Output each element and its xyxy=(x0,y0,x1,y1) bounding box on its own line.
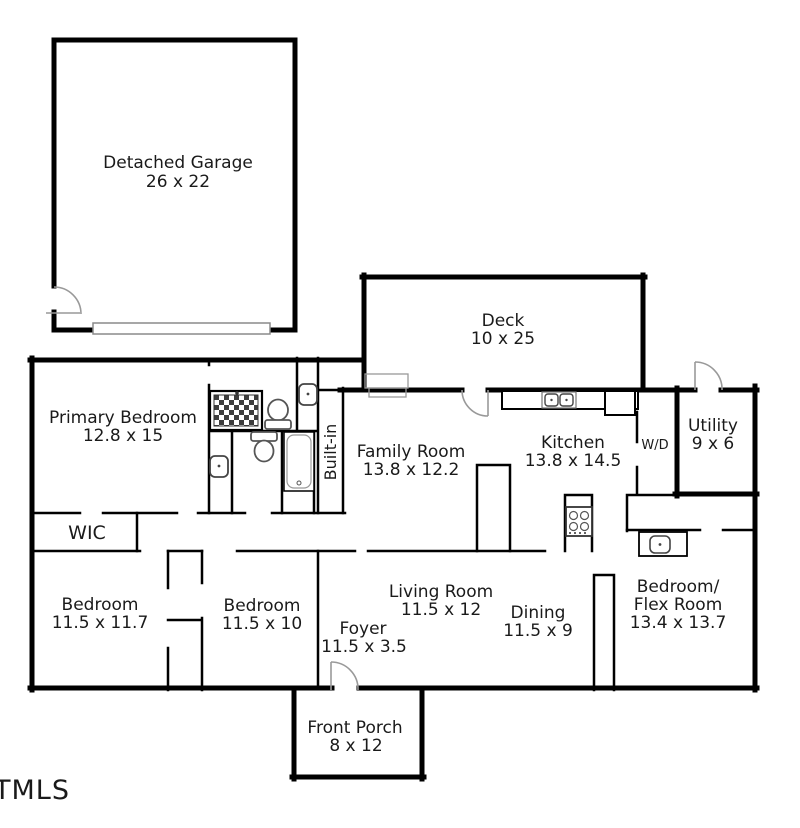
fireplace xyxy=(475,463,512,553)
washer-dryer-label: W/D xyxy=(641,438,668,453)
utility-dims: 9 x 6 xyxy=(692,434,735,454)
tmls-watermark: TMLS xyxy=(0,775,70,806)
bedroom-middle-dims: 11.5 x 10 xyxy=(222,614,302,634)
front-porch-label: Front Porch xyxy=(307,718,402,738)
garage-door xyxy=(92,322,271,335)
bedroom-flex-label-1: Bedroom/ xyxy=(637,577,720,597)
door-arc xyxy=(330,661,359,691)
living-room-dims: 11.5 x 12 xyxy=(401,600,481,620)
kitchen-label: Kitchen xyxy=(541,433,605,453)
deck-door xyxy=(461,389,489,417)
primary-bedroom-dims: 12.8 x 15 xyxy=(83,426,163,446)
kitchen-dims: 13.8 x 14.5 xyxy=(525,451,622,471)
garage-entry-door xyxy=(46,286,82,315)
porch-walls xyxy=(289,685,427,782)
front-porch-dims: 8 x 12 xyxy=(329,736,382,756)
bathroom-sink-left xyxy=(209,455,229,478)
interior-walls xyxy=(30,356,757,692)
bathtub xyxy=(283,431,315,492)
deck-dims: 10 x 25 xyxy=(471,329,535,349)
dining-label: Dining xyxy=(511,603,566,623)
bedroom-flex-dims: 13.4 x 13.7 xyxy=(630,613,727,633)
deck-walls xyxy=(359,272,648,393)
family-room-label: Family Room xyxy=(357,442,466,462)
garage-dims: 26 x 22 xyxy=(146,172,210,192)
door-arc xyxy=(461,389,489,417)
utility-label: Utility xyxy=(688,416,738,436)
hall-vanity-sink xyxy=(638,531,688,557)
shower xyxy=(208,389,264,432)
primary-bedroom-label: Primary Bedroom xyxy=(49,408,197,428)
foyer-dims: 11.5 x 3.5 xyxy=(321,637,407,657)
kitchen-counter xyxy=(501,390,639,416)
family-room-dims: 13.8 x 12.2 xyxy=(363,460,460,480)
wic-label: WIC xyxy=(68,522,106,544)
built-in-label: Built-in xyxy=(321,424,340,481)
bedroom-left-label: Bedroom xyxy=(62,595,139,615)
dining-dims: 11.5 x 9 xyxy=(503,621,573,641)
refrigerator xyxy=(604,390,636,416)
bedroom-flex-label-2: Flex Room xyxy=(634,595,723,615)
garage-label: Detached Garage xyxy=(103,153,253,173)
range-stove xyxy=(565,506,593,537)
toilet-upper xyxy=(264,398,292,430)
deck-label: Deck xyxy=(482,311,525,331)
utility-door xyxy=(694,361,723,391)
door-arc xyxy=(53,286,82,315)
bathroom-sink-right xyxy=(298,383,318,406)
deck-steps xyxy=(364,373,409,398)
living-room-label: Living Room xyxy=(389,582,493,602)
shower-head xyxy=(235,391,239,395)
front-door xyxy=(330,661,359,691)
toilet-lower xyxy=(250,431,278,463)
bedroom-middle-label: Bedroom xyxy=(224,596,301,616)
door-arc xyxy=(694,361,723,391)
foyer-label: Foyer xyxy=(339,619,386,639)
bedroom-left-dims: 11.5 x 11.7 xyxy=(52,613,149,633)
